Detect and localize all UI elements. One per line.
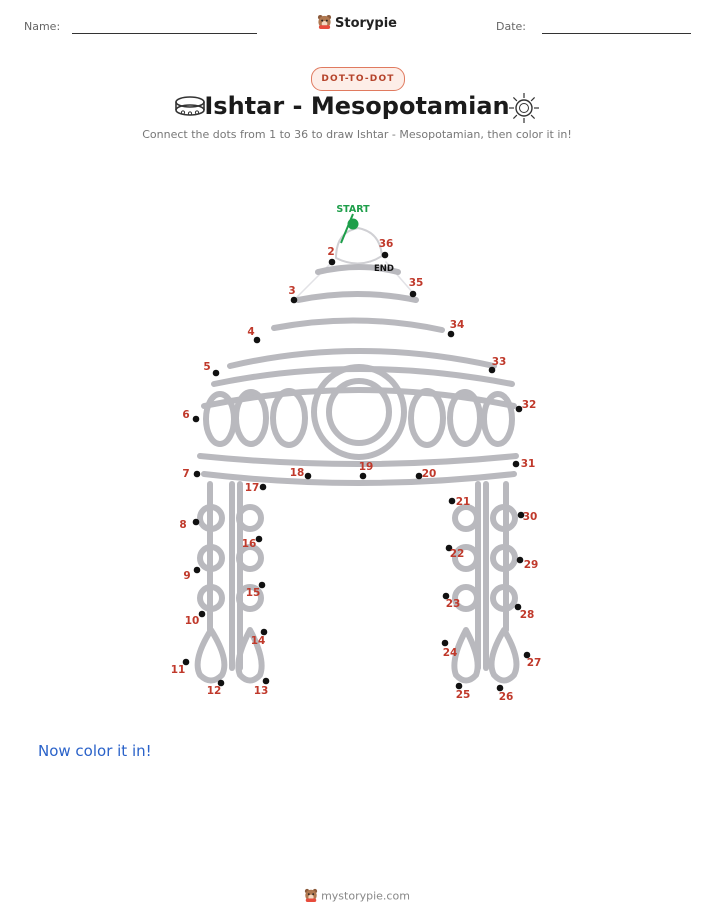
dot-5[interactable]	[212, 369, 220, 377]
dot-label-36: 36	[379, 238, 394, 250]
name-label: Name:	[24, 20, 61, 33]
dot-30[interactable]	[517, 511, 525, 519]
dot-22[interactable]	[445, 544, 453, 552]
dot-2[interactable]	[328, 258, 336, 266]
dot-32[interactable]	[515, 405, 523, 413]
dot-label-7: 7	[182, 468, 189, 480]
dot-label-26: 26	[499, 691, 514, 703]
dot-34[interactable]	[447, 330, 455, 338]
dot-27[interactable]	[523, 651, 531, 659]
dot-28[interactable]	[514, 603, 522, 611]
brand-name: Storypie	[335, 16, 397, 31]
dot-14[interactable]	[260, 628, 268, 636]
dot-label-3: 3	[288, 285, 295, 297]
dot-label-11: 11	[171, 664, 186, 676]
dot-label-8: 8	[179, 519, 186, 531]
dot-label-9: 9	[183, 570, 190, 582]
dot-21[interactable]	[448, 497, 456, 505]
dot-35[interactable]	[409, 290, 417, 298]
end-label: END	[374, 264, 394, 274]
dot-label-6: 6	[182, 409, 189, 421]
dot-label-33: 33	[492, 356, 507, 368]
sun-icon	[508, 92, 540, 128]
footer: mystorypie.com	[0, 888, 714, 905]
dot-label-15: 15	[246, 587, 261, 599]
dot-label-4: 4	[247, 326, 254, 338]
dot-label-23: 23	[446, 598, 461, 610]
dot-label-30: 30	[523, 511, 538, 523]
dot-label-31: 31	[521, 458, 536, 470]
dot-label-28: 28	[520, 609, 535, 621]
dot-23[interactable]	[442, 592, 450, 600]
dot-8[interactable]	[192, 518, 200, 526]
instructions: Connect the dots from 1 to 36 to draw Is…	[142, 128, 572, 141]
dot-label-13: 13	[254, 685, 269, 697]
page-title: Ishtar - Mesopotamian	[204, 92, 510, 120]
dot-label-22: 22	[450, 548, 465, 560]
dot-label-19: 19	[359, 461, 374, 473]
date-line[interactable]	[542, 33, 691, 34]
dot-label-21: 21	[456, 496, 471, 508]
dot-label-32: 32	[522, 399, 537, 411]
dot-label-10: 10	[185, 615, 200, 627]
dot-label-18: 18	[290, 467, 305, 479]
dot-label-34: 34	[450, 319, 465, 331]
dot-label-17: 17	[245, 482, 260, 494]
ishtar-headdress-outline	[194, 227, 520, 684]
dot-12[interactable]	[217, 679, 225, 687]
start-marker: START	[336, 204, 370, 244]
dot-9[interactable]	[193, 566, 201, 574]
footer-url: mystorypie.com	[321, 889, 410, 903]
dot-17[interactable]	[259, 483, 267, 491]
date-label: Date:	[496, 20, 526, 33]
start-label: START	[336, 204, 370, 215]
dot-29[interactable]	[516, 556, 524, 564]
dot-33[interactable]	[488, 366, 496, 374]
dot-label-16: 16	[242, 538, 257, 550]
dot-18[interactable]	[304, 472, 312, 480]
dot-label-20: 20	[422, 468, 437, 480]
dot-25[interactable]	[455, 682, 463, 690]
dot-31[interactable]	[512, 460, 520, 468]
dot-label-2: 2	[327, 246, 334, 258]
brand-header: Storypie	[0, 14, 714, 33]
dot-24[interactable]	[441, 639, 449, 647]
storypie-footer-logo-icon	[304, 888, 318, 905]
dot-4[interactable]	[253, 336, 261, 344]
dot-label-35: 35	[409, 277, 424, 289]
dot-label-5: 5	[203, 361, 210, 373]
dot-label-24: 24	[443, 647, 458, 659]
dot-label-25: 25	[456, 689, 471, 701]
dot-10[interactable]	[198, 610, 206, 618]
dot-label-29: 29	[524, 559, 539, 571]
dot-13[interactable]	[262, 677, 270, 685]
start-dot[interactable]	[347, 218, 359, 230]
dot-label-12: 12	[207, 685, 222, 697]
dot-7[interactable]	[193, 470, 201, 478]
storypie-bear-logo-icon	[317, 14, 332, 33]
dot-3[interactable]	[290, 296, 298, 304]
dot-to-dot-badge: DOT-TO-DOT	[311, 67, 405, 91]
dot-20[interactable]	[415, 472, 423, 480]
dot-26[interactable]	[496, 684, 504, 692]
dot-6[interactable]	[192, 415, 200, 423]
dot-label-27: 27	[527, 657, 542, 669]
bracelet-icon	[174, 94, 206, 122]
color-it-in-note: Now color it in!	[38, 742, 152, 760]
dot-19[interactable]	[359, 472, 367, 480]
dot-36[interactable]	[381, 251, 389, 259]
dot-label-14: 14	[251, 635, 266, 647]
name-line[interactable]	[72, 33, 257, 34]
dot-15[interactable]	[258, 581, 266, 589]
dot-11[interactable]	[182, 658, 190, 666]
dot-16[interactable]	[255, 535, 263, 543]
